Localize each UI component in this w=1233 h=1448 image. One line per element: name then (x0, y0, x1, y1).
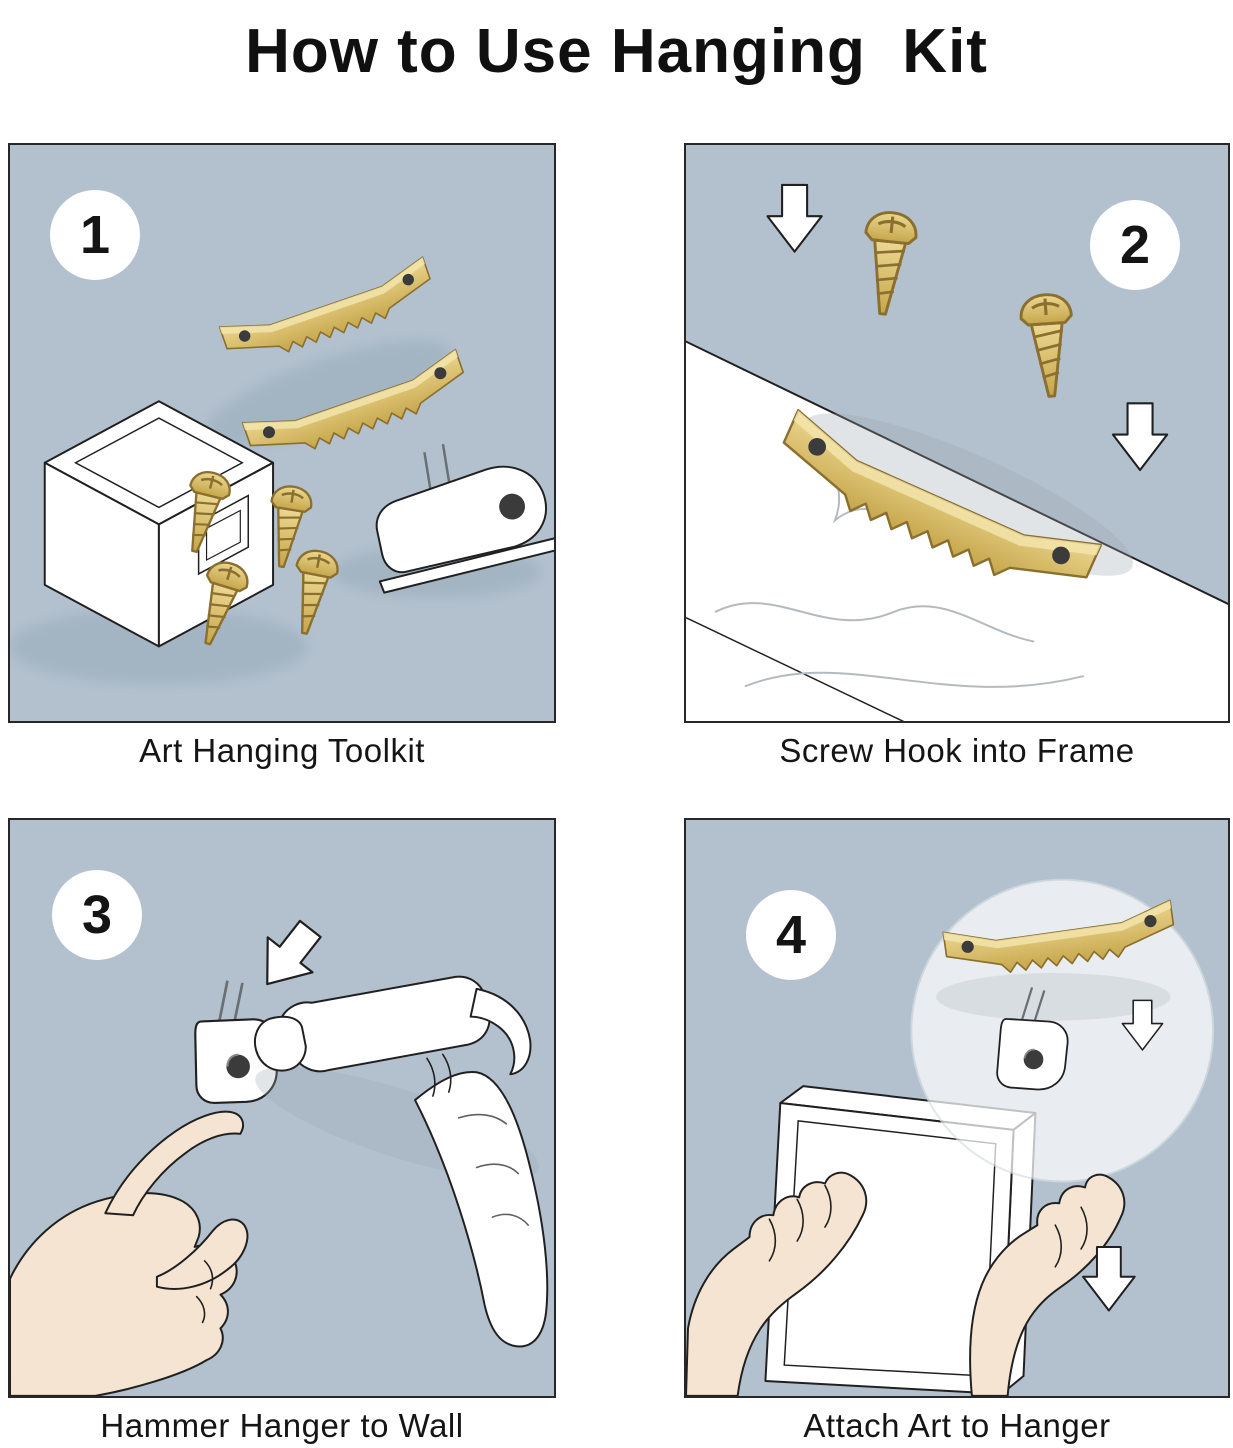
panel-step-3: 3 (8, 818, 556, 1398)
page-title: How to Use Hanging Kit (245, 17, 988, 86)
panel-step-2: 2 (684, 143, 1230, 723)
step-number: 4 (775, 905, 807, 965)
magnifier-contents (936, 899, 1178, 1095)
wall-hanger-piece (375, 443, 554, 594)
panel-caption: Screw Hook into Frame (779, 732, 1135, 769)
left-hand (686, 1171, 868, 1396)
screw-into-frame-illustration (686, 183, 1228, 721)
attach-art-illustration (686, 878, 1215, 1396)
step-number-badge: 2 (1090, 200, 1180, 290)
step-number: 1 (79, 205, 111, 265)
panel-step-1: 1 (8, 143, 556, 723)
hanger-shadow (205, 340, 451, 447)
down-left-arrow-icon (243, 910, 334, 1003)
frame-edge (686, 616, 905, 721)
hand (10, 1110, 249, 1396)
panel-caption: Art Hanging Toolkit (139, 732, 425, 769)
screw (1018, 291, 1079, 400)
down-arrow-icon (766, 183, 823, 253)
hanger-shadow (804, 413, 1133, 576)
down-arrow-icon (1111, 402, 1169, 472)
step-number-badge: 1 (50, 190, 140, 280)
panel-step-4: 4 (684, 818, 1230, 1398)
hammer-hanger-illustration (10, 910, 549, 1396)
panel-caption: Attach Art to Hanger (803, 1407, 1111, 1444)
panel-caption: Hammer Hanger to Wall (100, 1407, 464, 1444)
toolkit-illustration (10, 256, 554, 685)
screw (855, 208, 920, 319)
step-number-badge: 4 (746, 890, 836, 980)
hammer (254, 975, 549, 1348)
step-number: 2 (1119, 215, 1151, 275)
step-number-badge: 3 (52, 870, 142, 960)
screw (282, 546, 342, 639)
right-hand (969, 1173, 1126, 1396)
step-number: 3 (81, 885, 113, 945)
